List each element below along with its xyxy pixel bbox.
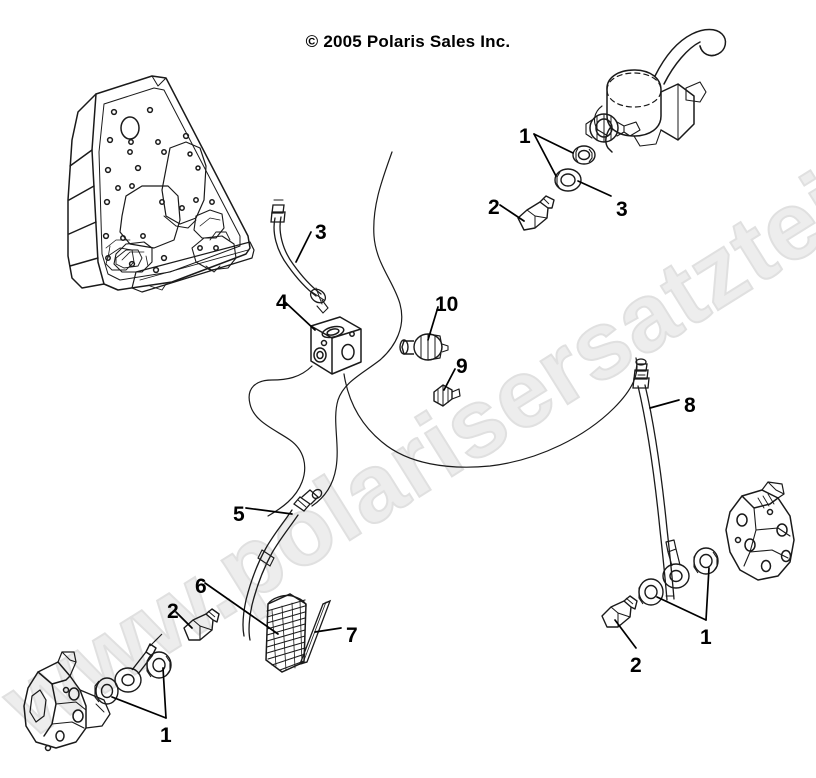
callout-c2-top: 2: [488, 196, 500, 219]
callout-c9: 9: [456, 355, 468, 378]
copyright-notice: © 2005 Polaris Sales Inc.: [305, 32, 511, 51]
brake-caliper-right: [725, 481, 795, 581]
callout-c1-right: 1: [700, 626, 712, 649]
bleeder-screw-9: [433, 384, 461, 407]
banjo-bolt-right: [601, 595, 638, 628]
spring-6: [265, 593, 307, 673]
junction-block: [310, 316, 362, 375]
callout-c2-left: 2: [167, 600, 179, 623]
valve-10: [399, 333, 449, 361]
callout-c10: 10: [435, 293, 459, 316]
callout-c3-line: 3: [315, 221, 327, 244]
sealing-washer-top-b: [554, 168, 582, 192]
sealing-washer-right-a: [693, 547, 719, 575]
master-cylinder: [585, 28, 727, 153]
callout-c7: 7: [346, 624, 358, 647]
callout-leaders: [111, 133, 710, 719]
brake-hose-routing: [248, 151, 638, 517]
callout-c1-top: 1: [519, 125, 531, 148]
brake-caliper-left: [23, 651, 111, 752]
brake-line-fitting-left: [114, 633, 163, 693]
callout-c8: 8: [684, 394, 696, 417]
sealing-washer-top-a: [572, 145, 596, 165]
sealing-washer-left-b: [146, 651, 172, 679]
brake-line-8: [632, 358, 675, 601]
callout-c5: 5: [233, 503, 245, 526]
callout-c1-left: 1: [160, 724, 172, 747]
frame-plate: [67, 75, 255, 293]
brake-line-short-upper: [270, 199, 329, 314]
brake-line-fitting-right: [662, 539, 690, 589]
callout-c6: 6: [195, 575, 207, 598]
sealing-washer-right-b: [638, 578, 664, 606]
callout-c2-right: 2: [630, 654, 642, 677]
brake-hose-5: [242, 488, 323, 641]
sealing-washer-left-a: [94, 677, 119, 705]
banjo-bolt-top: [517, 195, 555, 231]
callout-c4: 4: [276, 291, 288, 314]
banjo-bolt-left: [183, 608, 220, 641]
callout-c3-top: 3: [616, 198, 628, 221]
